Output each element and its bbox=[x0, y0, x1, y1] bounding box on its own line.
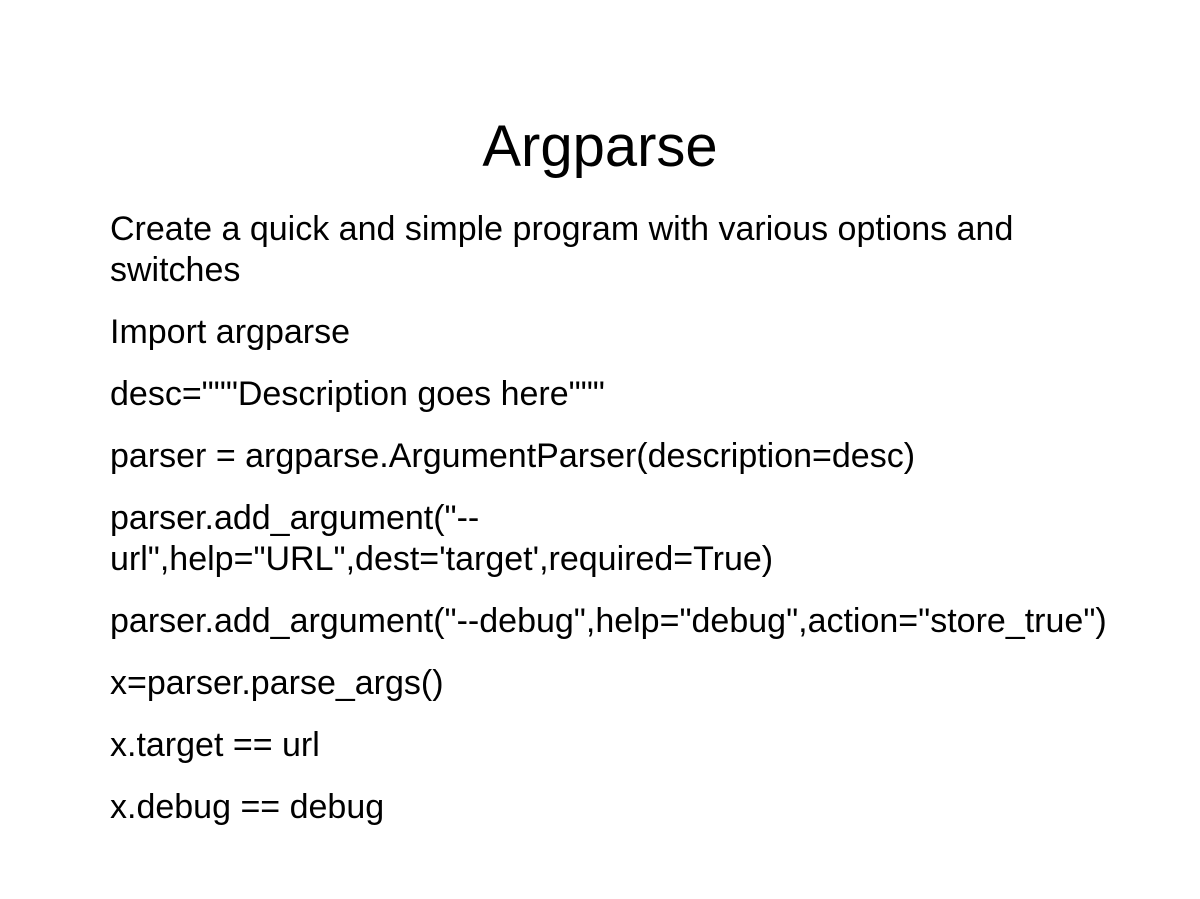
body-paragraph-add-argument-debug: parser.add_argument("--debug",help="debu… bbox=[110, 602, 1107, 640]
body-paragraph-desc-assign: desc="""Description goes here""" bbox=[110, 375, 605, 413]
body-paragraph-parse-args: x=parser.parse_args() bbox=[110, 664, 444, 702]
slide-content-body: Create a quick and simple program with v… bbox=[110, 209, 1138, 828]
body-paragraph-x-debug: x.debug == debug bbox=[110, 788, 385, 826]
body-paragraph-parser-init: parser = argparse.ArgumentParser(descrip… bbox=[110, 437, 916, 475]
slide-title: Argparse bbox=[482, 113, 718, 179]
body-paragraph-import: Import argparse bbox=[110, 313, 350, 351]
body-paragraph-x-target: x.target == url bbox=[110, 726, 320, 764]
body-paragraph-add-argument-url: parser.add_argument("--url",help="URL",d… bbox=[110, 499, 774, 578]
body-paragraph-intro: Create a quick and simple program with v… bbox=[110, 210, 1014, 289]
